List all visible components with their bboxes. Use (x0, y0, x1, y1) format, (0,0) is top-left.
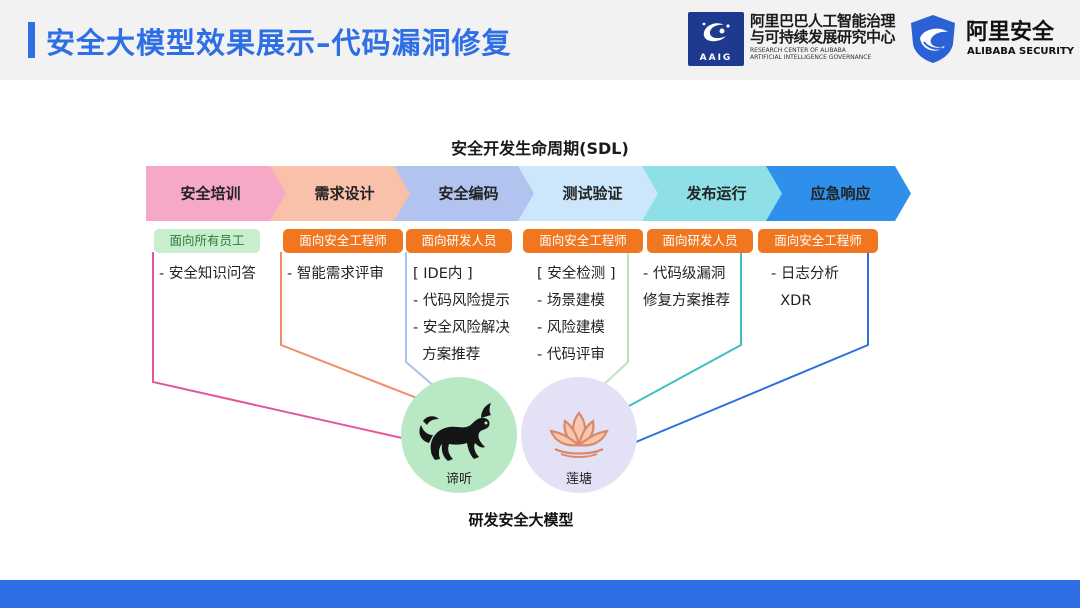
stage-item-list: - 代码级漏洞修复方案推荐 (643, 261, 730, 315)
sdl-pipeline-diagram: 安全培训 需求设计 安全编码 测试验证 发布运行 应急响应 (146, 166, 911, 443)
alibaba-security-shield-icon (911, 15, 955, 63)
audience-badge: 面向安全工程师 (523, 229, 643, 253)
stage-item: [ 安全检测 ] (537, 266, 616, 282)
aaig-english-name: RESEARCH CENTER OF ALIBABA ARTIFICIAL IN… (750, 47, 871, 61)
connector-line (635, 252, 869, 443)
stage-item: - 安全知识问答 (159, 266, 256, 282)
stage-item: - 场景建模 (537, 293, 605, 309)
stage-item-list: [ 安全检测 ] - 场景建模 - 风险建模 - 代码评审 (537, 261, 616, 369)
stage-item-list: - 安全知识问答 (159, 261, 256, 288)
aaig-name-line2: 与可持续发展研究中心 (750, 28, 896, 46)
stage-chevron (146, 166, 291, 221)
alibaba-security-name: 阿里安全 (966, 20, 1055, 45)
connector-line (280, 252, 423, 401)
model-name-diting: 谛听 (445, 472, 472, 487)
stage-item: 修复方案推荐 (643, 293, 730, 309)
stage-item: - 代码级漏洞 (643, 266, 726, 282)
stage-item: - 代码风险提示 (413, 293, 510, 309)
stage-chevron (394, 166, 539, 221)
stage-item: - 智能需求评审 (287, 266, 384, 282)
stage-item: - 风险建模 (537, 320, 605, 336)
stage-label: 应急响应 (810, 185, 870, 203)
stage-label: 发布运行 (685, 185, 746, 203)
stage-item: - 日志分析 (771, 266, 839, 282)
audience-badge: 面向安全工程师 (283, 229, 403, 253)
stage-chevron (270, 166, 415, 221)
lotus-icon (549, 411, 609, 458)
aaig-en-line1: RESEARCH CENTER OF ALIBABA (750, 47, 846, 54)
stage-item-list: [ IDE内 ] - 代码风险提示 - 安全风险解决 方案推荐 (413, 261, 510, 369)
footer-bar (0, 580, 1080, 608)
title-accent-bar (28, 22, 35, 58)
stage-item: - 安全风险解决 (413, 320, 510, 336)
stage-item: XDR (771, 293, 812, 309)
page-title: 安全大模型效果展示–代码漏洞修复 (46, 26, 512, 60)
stage-item-list: - 智能需求评审 (287, 261, 384, 288)
alibaba-security-english-name: ALIBABA SECURITY (967, 46, 1075, 57)
stage-label: 测试验证 (562, 185, 622, 203)
connector-line (405, 252, 435, 387)
model-section-title: 研发安全大模型 (468, 511, 574, 529)
audience-badge: 面向所有员工 (154, 229, 260, 253)
stage-label: 安全编码 (438, 185, 498, 203)
stage-item: [ IDE内 ] (413, 266, 473, 282)
audience-badge: 面向研发人员 (406, 229, 512, 253)
stage-item: - 代码评审 (537, 347, 605, 363)
aaig-en-line2: ARTIFICIAL INTELLIGENCE GOVERNANCE (750, 54, 872, 61)
aaig-name: 阿里巴巴人工智能治理 与可持续发展研究中心 (750, 12, 896, 46)
model-circle-diting: 谛听 (401, 377, 517, 493)
header-bar (0, 0, 1080, 80)
qilin-icon (419, 403, 491, 461)
stage-chevrons: 安全培训 需求设计 安全编码 测试验证 发布运行 应急响应 (146, 166, 911, 221)
aaig-swirl-icon (702, 22, 730, 42)
aaig-logo-text: AAIG (699, 53, 733, 63)
stage-chevron (766, 166, 911, 221)
stage-item: 方案推荐 (413, 347, 481, 363)
connector-line (617, 252, 742, 413)
stage-label: 安全培训 (180, 185, 240, 203)
connector-line (599, 252, 629, 389)
stage-chevron (642, 166, 787, 221)
sdl-title: 安全开发生命周期(SDL) (451, 139, 629, 158)
stage-item-list: - 日志分析 XDR (771, 261, 839, 315)
aaig-name-line1: 阿里巴巴人工智能治理 (750, 12, 896, 30)
connector-line (152, 252, 403, 439)
audience-badge: 面向研发人员 (647, 229, 753, 253)
connector-lines (152, 252, 869, 443)
audience-badge: 面向安全工程师 (758, 229, 878, 253)
model-name-liantang: 莲塘 (565, 472, 592, 487)
stage-label: 需求设计 (314, 185, 374, 203)
stage-chevron (518, 166, 663, 221)
aaig-logo: AAIG (688, 12, 744, 66)
model-circle-liantang: 莲塘 (521, 377, 637, 493)
